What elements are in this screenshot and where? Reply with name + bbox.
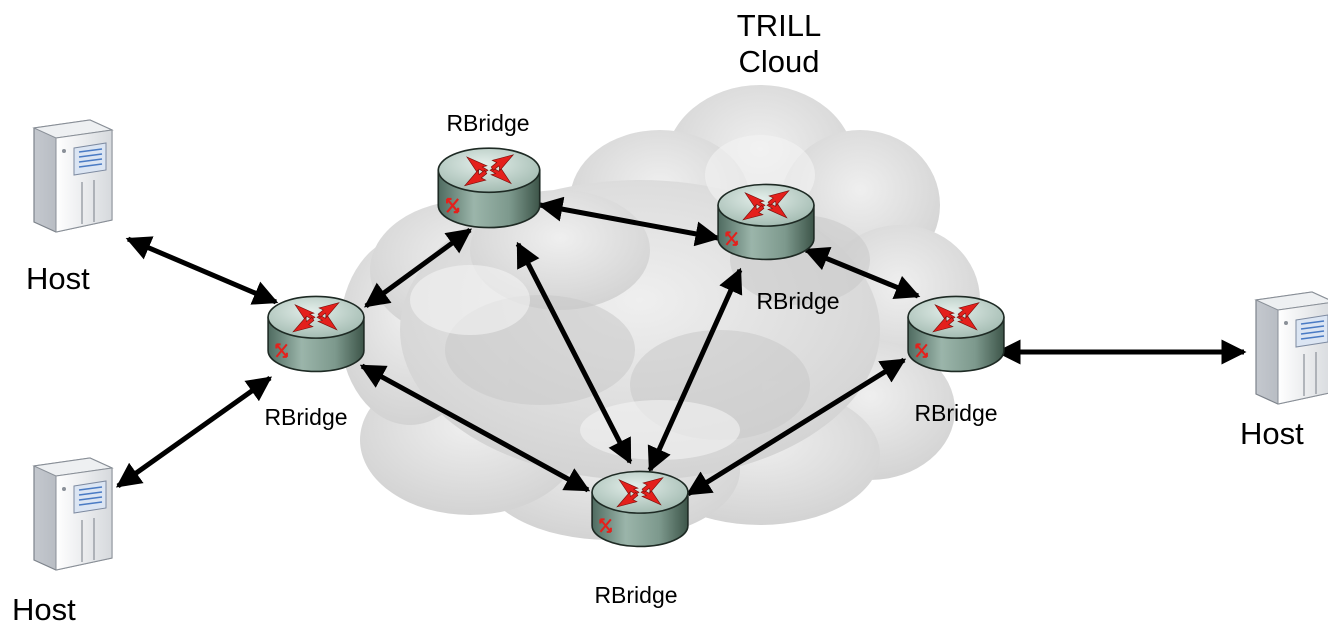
rbridge-mid-router-icon	[717, 183, 815, 261]
rbridge-bottom-router-icon	[590, 470, 690, 548]
link-rbridge-left-rbridge-bottom	[359, 363, 591, 493]
rbridge-right-router-icon	[906, 295, 1006, 373]
links	[115, 196, 1247, 497]
link-host-topleft-rbridge-left	[125, 236, 279, 305]
rbridge-top-label: RBridge	[446, 110, 530, 136]
cloud-title: TRILL Cloud	[736, 8, 822, 79]
host-bottom-left-label: Host	[12, 592, 76, 627]
trill-cloud	[340, 85, 980, 540]
rbridge-mid-label: RBridge	[756, 288, 840, 314]
rbridge-top-router-icon	[437, 147, 541, 229]
link-rbridge-bottom-rbridge-right	[685, 357, 907, 497]
rbridge-left-router-icon	[266, 295, 366, 373]
rbridge-bottom-label: RBridge	[594, 582, 678, 608]
rbridge-left-label: RBridge	[264, 404, 348, 430]
host-right-label: Host	[1240, 416, 1304, 451]
link-rbridge-top-rbridge-mid	[537, 196, 721, 247]
host-top-left-server-icon	[33, 119, 113, 233]
host-top-left-label: Host	[26, 261, 90, 296]
rbridge-right-label: RBridge	[914, 400, 998, 426]
host-bottom-left-server-icon	[33, 457, 113, 571]
link-rbridge-mid-rbridge-right	[803, 246, 921, 300]
link-rbridge-left-rbridge-top	[363, 227, 473, 309]
link-host-bottomleft-rbridge-left	[115, 375, 273, 489]
link-rbridge-top-rbridge-bottom	[515, 241, 633, 465]
host-right-server-icon	[1255, 291, 1328, 405]
